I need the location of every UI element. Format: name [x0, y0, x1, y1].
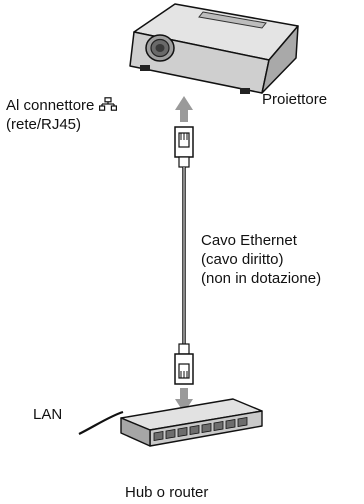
cable-label: Cavo Ethernet (cavo diritto) (non in dot… [201, 231, 321, 288]
cable-label-line1: Cavo Ethernet [201, 232, 297, 249]
projector-label: Proiettore [262, 90, 327, 109]
cable-label-line2: (cavo diritto) [201, 251, 284, 268]
hub-label-text: Hub o router [125, 484, 209, 501]
rj45-connector-top [174, 126, 194, 168]
cable-label-line3: (non in dotazione) [201, 270, 322, 287]
projector-lens [145, 34, 175, 62]
hub-router-illustration [120, 398, 263, 447]
lan-cable [78, 410, 124, 435]
connector-label: Al connettore (rete/RJ45) [6, 96, 118, 134]
hub-label: Hub o router [125, 483, 208, 502]
lan-label-text: LAN [33, 406, 63, 423]
network-port-icon [99, 97, 118, 111]
projector-label-text: Proiettore [262, 91, 328, 108]
rj45-connector-bottom [174, 343, 194, 385]
connector-label-line2: (rete/RJ45) [6, 116, 82, 133]
lan-label: LAN [33, 405, 62, 424]
arrow-up-icon [175, 96, 193, 122]
connector-label-text: Al connettore [6, 97, 95, 114]
connector-label-line1: Al connettore [6, 96, 118, 115]
arrow-down-icon [175, 388, 193, 413]
hub-ports [153, 417, 248, 441]
projector-illustration [129, 3, 299, 94]
